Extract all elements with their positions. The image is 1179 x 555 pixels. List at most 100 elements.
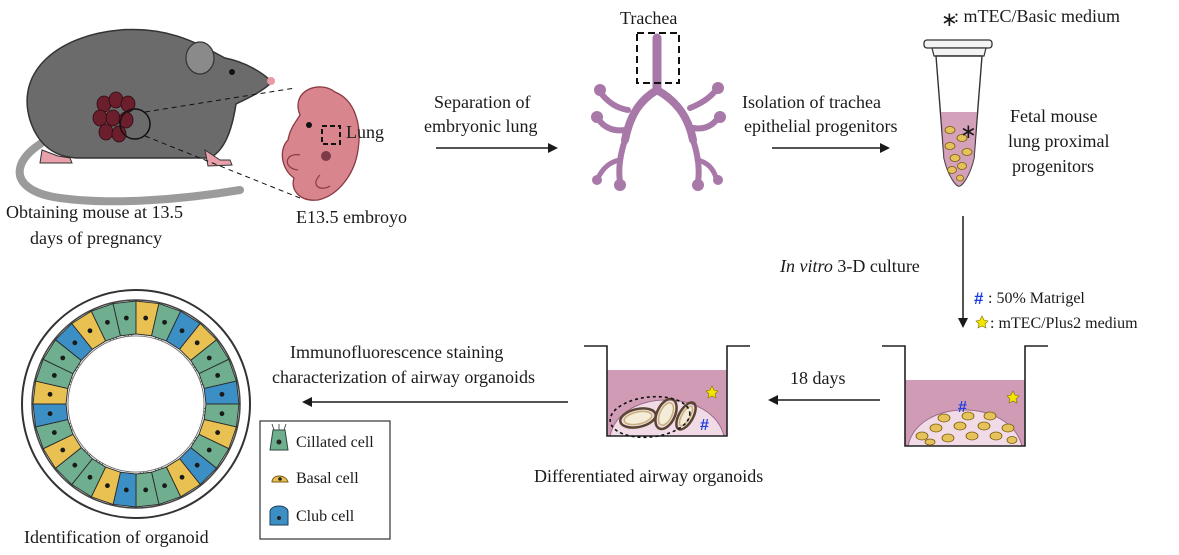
ring-cell-nucleus xyxy=(179,474,185,480)
culture-italic: In vitro xyxy=(779,256,833,276)
ring-cell-nucleus xyxy=(51,373,57,378)
trachea-lung-tree xyxy=(595,33,721,185)
culture-label: In vitro 3-D culture xyxy=(779,256,920,276)
ring-cell-nucleus xyxy=(87,474,93,480)
ring-cell-nucleus xyxy=(105,483,110,489)
mouse-foot-front xyxy=(204,148,233,167)
well-hash: # xyxy=(958,399,967,416)
culture-well-initial: # xyxy=(882,345,1048,447)
step2-line1: Isolation of trachea xyxy=(742,92,881,112)
tube-caption-line2: lung proximal xyxy=(1008,131,1110,151)
legend-star-text: : mTEC/Basic medium xyxy=(954,6,1120,26)
ring-cell-nucleus xyxy=(143,315,149,321)
ring-cell-nucleus xyxy=(51,430,57,435)
mouse-nose xyxy=(267,77,275,85)
basal-cell-icon xyxy=(271,475,289,483)
tube-caption-line1: Fetal mouse xyxy=(1010,106,1098,126)
ring-cell-nucleus xyxy=(206,355,212,361)
ciliated-cell-icon xyxy=(269,423,289,451)
culture-rest: 3-D culture xyxy=(833,256,920,276)
ring-cell-nucleus xyxy=(194,340,200,346)
mouse-caption-line2: days of pregnancy xyxy=(30,228,162,248)
embryo-heart xyxy=(321,151,331,161)
well2-walls xyxy=(584,345,750,437)
matrigel-symbol: # xyxy=(974,289,984,308)
if-line1: Immunofluorescence staining xyxy=(290,342,503,362)
if-line2: characterization of airway organoids xyxy=(272,367,535,387)
ring-cell-nucleus xyxy=(60,447,66,453)
organoid-selection-circle xyxy=(609,395,691,439)
well-walls xyxy=(882,345,1048,447)
step1-line1: Separation of xyxy=(434,92,530,112)
ring-cell-nucleus xyxy=(215,373,221,378)
ring-cell-nucleus xyxy=(60,355,66,361)
mouse-body xyxy=(26,28,274,159)
tube-progenitors xyxy=(944,126,973,182)
embryo-eye xyxy=(306,122,312,128)
well2-star-icon xyxy=(705,385,719,399)
step1-line2: embryonic lung xyxy=(424,116,537,136)
well-progenitors xyxy=(915,411,1018,446)
ring-cell-nucleus xyxy=(162,483,167,489)
club-cell-icon xyxy=(269,505,289,526)
trachea-tips xyxy=(591,82,726,191)
cell-legend: Cillated cell Basal cell Club cell xyxy=(259,420,391,540)
ring-cell-nucleus xyxy=(47,391,53,397)
mouse-foot-back xyxy=(39,149,73,164)
embryo-limb xyxy=(286,154,301,171)
lung-label: Lung xyxy=(346,122,384,142)
organoid-cross-section xyxy=(21,289,251,519)
ring-cell-nucleus xyxy=(143,487,149,493)
magnify-circle xyxy=(119,108,151,140)
embryo-caption: E13.5 embroyo xyxy=(296,207,407,227)
embryo-tail xyxy=(315,174,331,189)
ring-cell-nucleus xyxy=(206,447,212,453)
ring-cell-nucleus xyxy=(47,411,53,417)
ring-cell-nucleus xyxy=(123,315,129,321)
days-label: 18 days xyxy=(790,368,846,388)
ring-cell-nucleus xyxy=(123,487,129,493)
ring-cell-nucleus xyxy=(219,411,225,417)
plus2-star-icon xyxy=(975,315,989,329)
mouse-caption-line1: Obtaining mouse at 13.5 xyxy=(6,202,183,222)
legend-star-symbol: ∗ xyxy=(941,7,958,31)
culture-tube: ∗ xyxy=(923,39,993,187)
ring-cell-nucleus xyxy=(219,391,225,397)
tube-caption-line3: progenitors xyxy=(1012,156,1094,176)
pregnant-mouse xyxy=(15,28,301,206)
lung-box xyxy=(321,125,341,145)
ring-cell-nucleus xyxy=(215,430,221,435)
ring-cell-nucleus xyxy=(194,462,200,468)
cell-legend-label-1: Basal cell xyxy=(296,470,359,487)
cell-legend-label-2: Club cell xyxy=(296,508,355,525)
embryo xyxy=(281,86,360,201)
uterus-embryos xyxy=(92,91,136,143)
ring-cell-nucleus xyxy=(179,328,185,334)
well-star-icon xyxy=(1006,390,1020,404)
step2-line2: epithelial progenitors xyxy=(744,116,897,136)
cell-legend-label-0: Cillated cell xyxy=(296,434,374,451)
culture-well-differentiated: # xyxy=(584,345,750,439)
organoid-cell-layer xyxy=(32,300,240,508)
plus2-text: : mTEC/Plus2 medium xyxy=(990,315,1138,332)
matrigel-text: : 50% Matrigel xyxy=(988,290,1085,307)
ring-cell-nucleus xyxy=(72,340,78,346)
mouse-tail xyxy=(15,126,244,206)
organoid-lumen xyxy=(67,335,205,473)
identification-label: Identification of organoid xyxy=(24,527,209,547)
tube-cap xyxy=(923,39,993,49)
embryo-body xyxy=(281,86,360,201)
mouse-eye xyxy=(229,69,235,75)
differentiated-label: Differentiated airway organoids xyxy=(534,466,763,486)
tube-star: ∗ xyxy=(960,119,977,143)
trachea-label: Trachea xyxy=(620,8,677,28)
mouse-ear xyxy=(185,41,215,75)
ring-cell-nucleus xyxy=(72,462,78,468)
ring-cell-nucleus xyxy=(162,319,167,325)
ring-cell-nucleus xyxy=(87,328,93,334)
well2-hash: # xyxy=(700,417,709,434)
trachea-box xyxy=(636,32,680,84)
ring-cell-nucleus xyxy=(105,319,110,325)
